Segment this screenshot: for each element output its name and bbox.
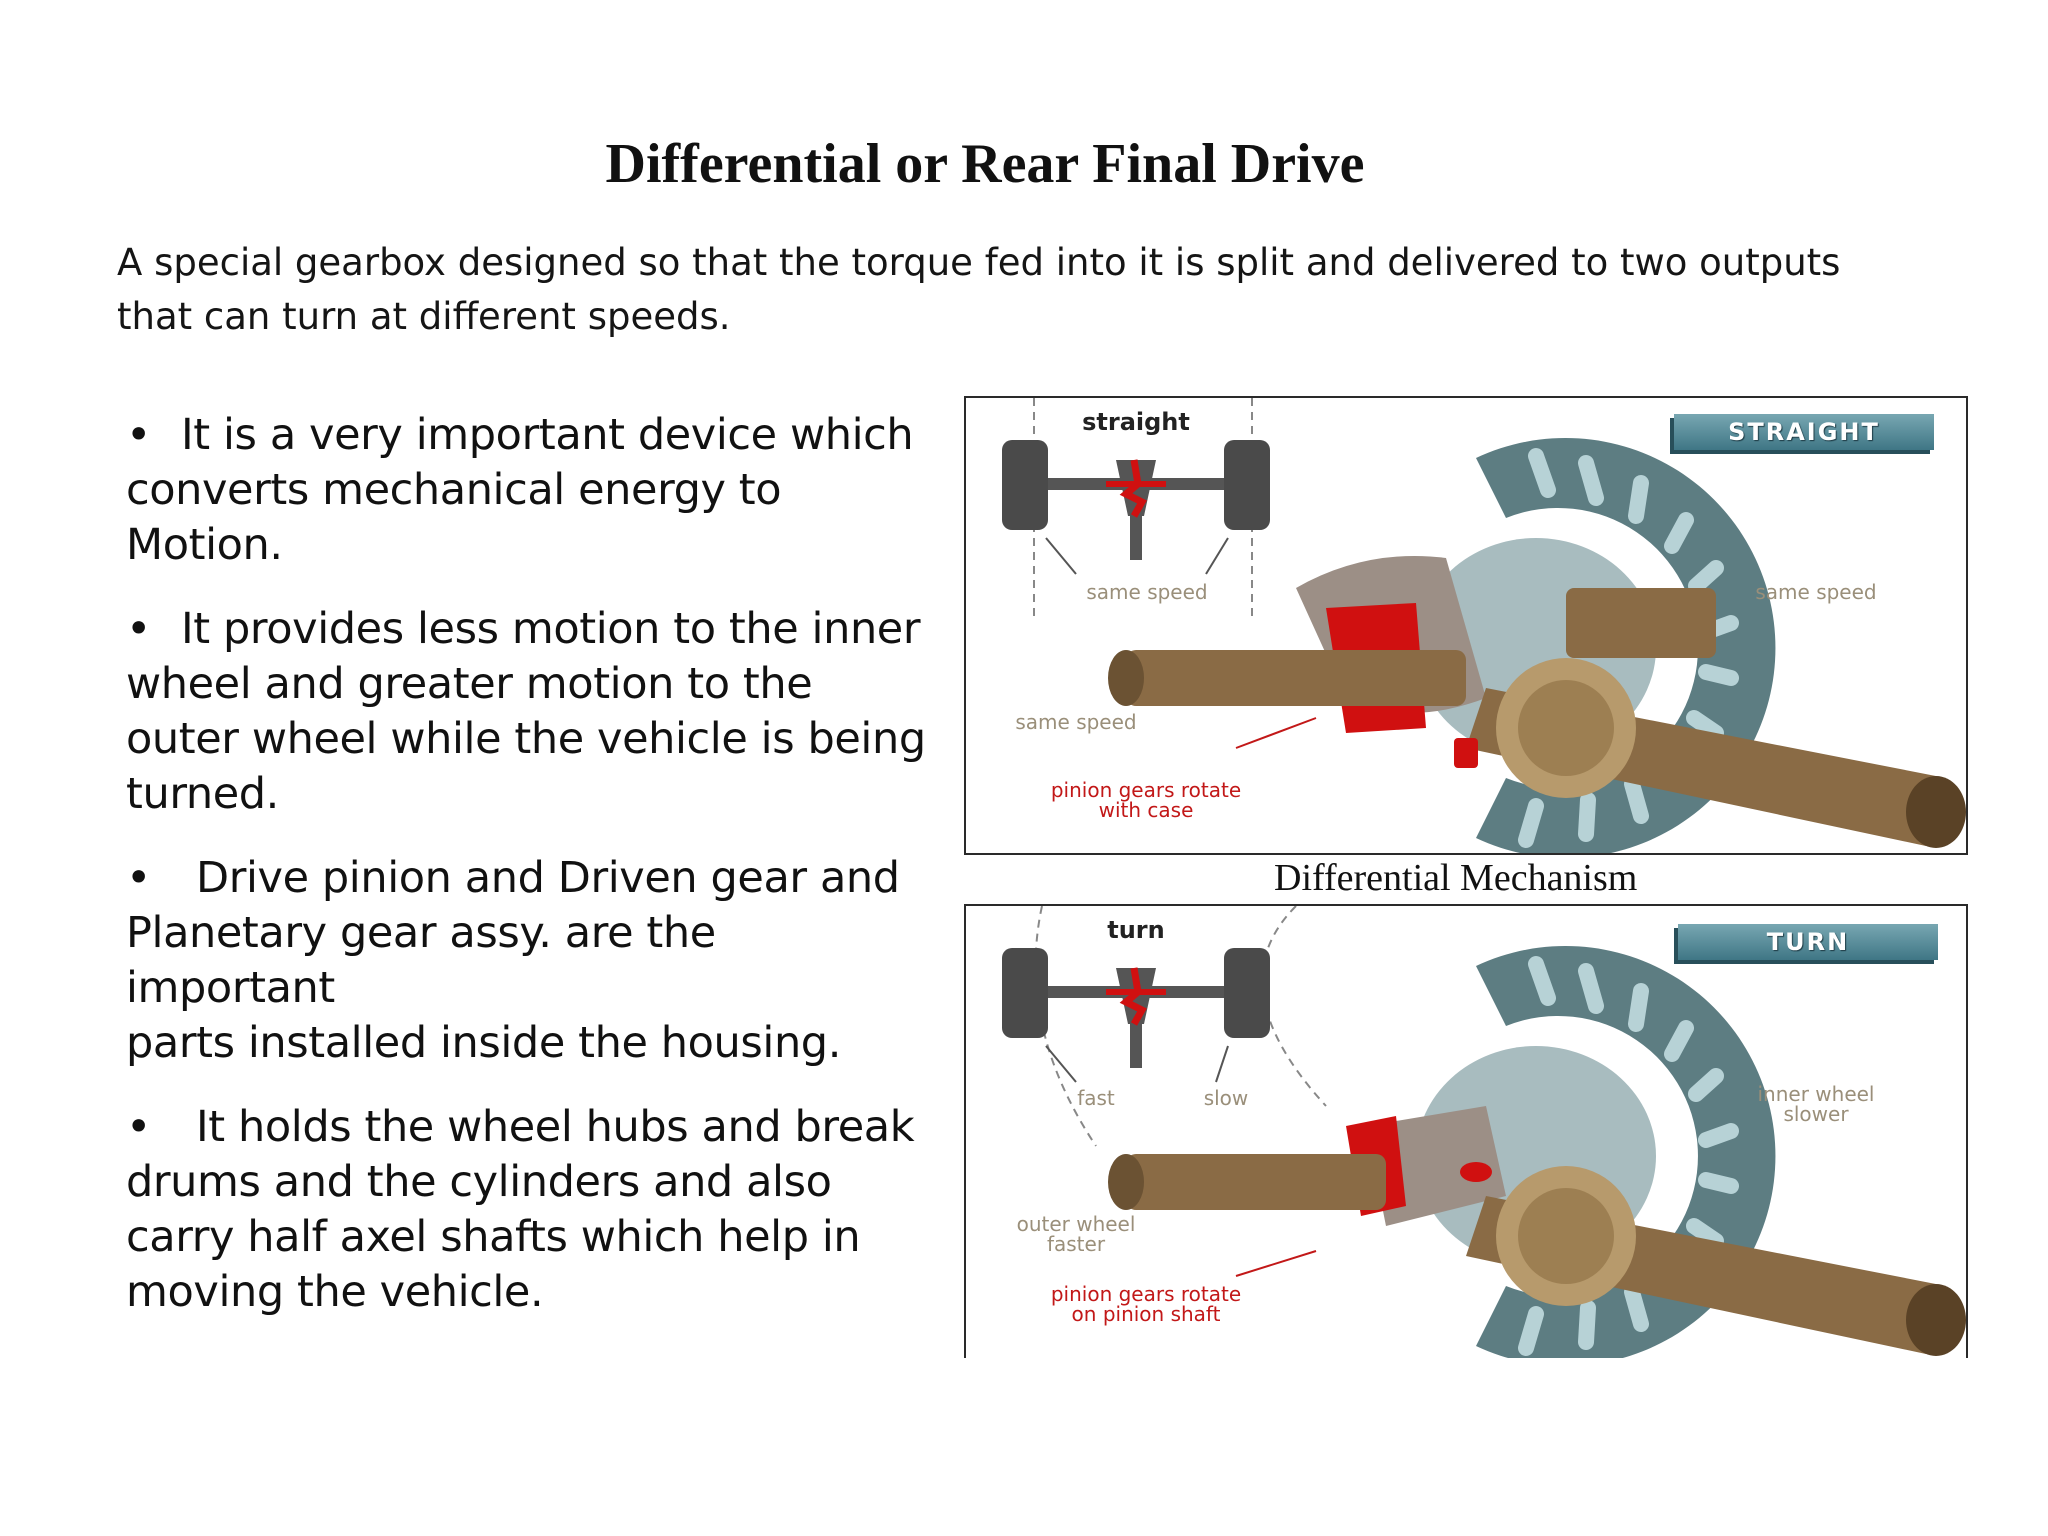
bullet-list: • It is a very important device which con…: [126, 408, 926, 1349]
slow-label: slow: [1203, 1086, 1249, 1110]
pinion-shaft-label-line2: on pinion shaft: [1071, 1302, 1221, 1326]
bullet-line: carry half axel shafts which help in: [126, 1212, 861, 1262]
mini-title-straight: straight: [1082, 408, 1190, 436]
bullet-line: wheel and greater motion to the: [126, 659, 813, 709]
differential-turn-diagram: TURN turn fast slow inner wheel slower o…: [964, 904, 1968, 1358]
mini-speed-label: same speed: [1086, 580, 1208, 604]
outer-wheel-label-line1: outer wheel: [1016, 1212, 1136, 1236]
bullet-dot: •: [126, 604, 151, 654]
bullet-line: Motion.: [126, 520, 283, 570]
intro-line: A special gearbox designed so that the t…: [117, 241, 1841, 284]
intro-line: that can turn at different speeds.: [117, 295, 731, 338]
bullet-line: Planetary gear assy. are the important: [126, 908, 716, 1013]
bullet-line: drums and the cylinders and also: [126, 1157, 832, 1207]
bullet-line: It is a very important device which: [181, 410, 914, 460]
bullet-line: moving the vehicle.: [126, 1267, 544, 1317]
pinion-label-line1: pinion gears rotate: [1050, 778, 1242, 802]
bullet-line: turned.: [126, 769, 279, 819]
bullet-line: Drive pinion and Driven gear and: [196, 853, 900, 903]
outer-wheel-label-line2: faster: [1046, 1232, 1106, 1256]
mini-title-turn: turn: [1107, 916, 1165, 944]
left-speed-label: same speed: [1015, 710, 1137, 734]
bullet-dot: •: [126, 1102, 151, 1152]
intro-text: A special gearbox designed so that the t…: [117, 236, 1897, 344]
bullet-line: It provides less motion to the inner: [181, 604, 921, 654]
bullet-item: • It is a very important device which con…: [126, 408, 926, 573]
bullet-line: converts mechanical energy to: [126, 465, 782, 515]
bullet-dot: •: [126, 853, 151, 903]
differential-straight-diagram: STRAIGHT straight same speed same speed …: [964, 396, 1968, 855]
bullet-line: parts installed inside the housing.: [126, 1018, 841, 1068]
pinion-shaft-label-line1: pinion gears rotate: [1050, 1282, 1242, 1306]
bullet-item: • It holds the wheel hubs and break drums…: [126, 1100, 926, 1320]
bullet-dot: •: [126, 410, 151, 460]
right-speed-label: same speed: [1755, 580, 1877, 604]
turn-badge: TURN: [1678, 924, 1938, 960]
fast-label: fast: [1077, 1086, 1115, 1110]
bullet-line: It holds the wheel hubs and break: [196, 1102, 915, 1152]
bullet-item: • Drive pinion and Driven gear and Planet…: [126, 851, 926, 1071]
differential-turn-illustration: [1002, 906, 1966, 1358]
straight-badge: STRAIGHT: [1674, 414, 1934, 450]
differential-straight-illustration: [1002, 398, 1966, 853]
pinion-label-line2: with case: [1098, 798, 1194, 822]
inner-wheel-label-line2: slower: [1783, 1102, 1849, 1126]
bullet-item: • It provides less motion to the inner wh…: [126, 602, 926, 822]
inner-wheel-label-line1: inner wheel: [1757, 1082, 1875, 1106]
diagram-caption: Differential Mechanism: [1274, 857, 1638, 899]
slide-title: Differential or Rear Final Drive: [605, 133, 1365, 195]
bullet-line: outer wheel while the vehicle is being: [126, 714, 926, 764]
